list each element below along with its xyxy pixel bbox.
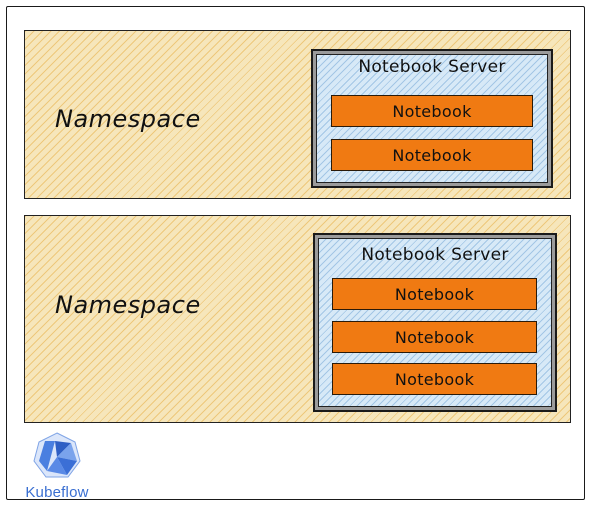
notebook-box: Notebook [331,95,533,127]
namespace-label: Namespace [55,291,201,319]
notebook-server-box: Notebook Server Notebook Notebook [311,49,553,188]
namespace-box: Namespace Notebook Server Notebook Noteb… [24,30,571,199]
kubeflow-logo: Kubeflow [17,431,97,503]
notebook-box: Notebook [331,139,533,171]
notebook-server-box: Notebook Server Notebook Notebook Notebo… [313,233,557,412]
notebook-box: Notebook [332,278,537,310]
kubeflow-logo-icon [33,432,81,478]
namespace-label: Namespace [55,105,201,133]
notebook-box: Notebook [332,363,537,395]
notebook-box: Notebook [332,321,537,353]
diagram-canvas: Namespace Notebook Server Notebook Noteb… [6,6,585,503]
notebook-server-title: Notebook Server [358,57,506,77]
notebook-server-title: Notebook Server [361,245,509,265]
kubeflow-logo-text: Kubeflow [25,484,89,501]
namespace-box: Namespace Notebook Server Notebook Noteb… [24,215,571,423]
